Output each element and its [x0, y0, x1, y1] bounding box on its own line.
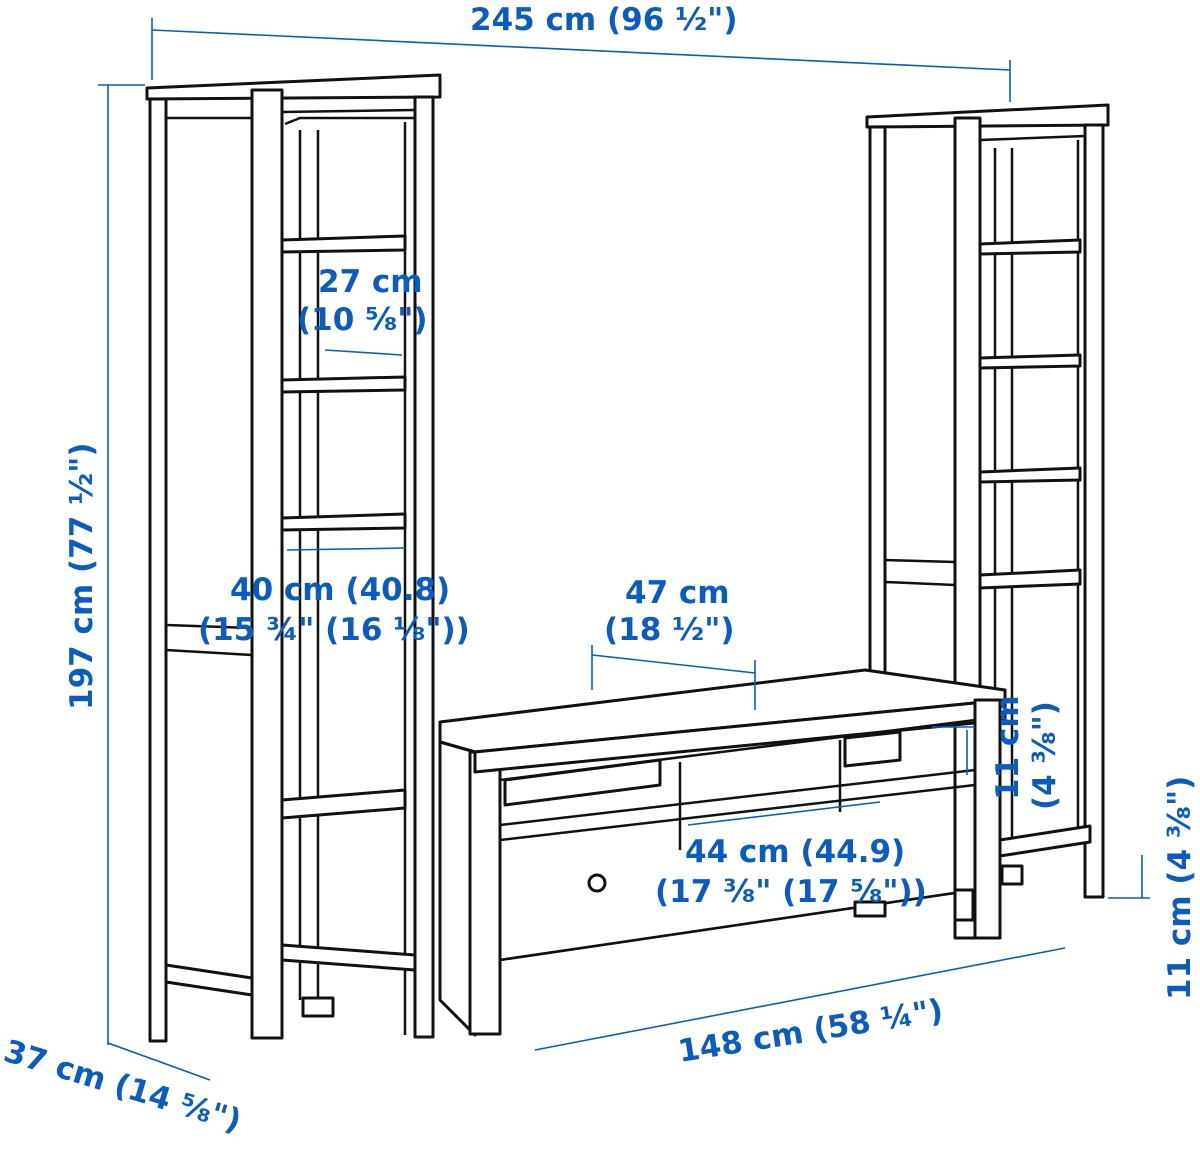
- bench-depth-in-label: (18 ½"): [604, 612, 735, 648]
- shelf-depth-cm-label: 27 cm: [318, 264, 423, 300]
- right-shelves: [978, 238, 1092, 858]
- height-label: 197 cm (77 ½"): [64, 443, 100, 710]
- compartment-height-cm-label: 11 cm: [990, 695, 1026, 800]
- compartment-width-in-label: (17 ⅜" (17 ⅝")): [655, 874, 927, 910]
- right-bookcase: [865, 103, 1110, 940]
- dimension-lines: [98, 18, 1150, 1081]
- tv-bench: [438, 668, 1007, 1037]
- shelf-width-in-label: (15 ¾" (16 ⅛")): [198, 612, 470, 648]
- compartment-width-cm-label: 44 cm (44.9): [685, 834, 905, 870]
- shelf-width-cm-label: 40 cm (40.8): [230, 572, 450, 608]
- compartment-height-in-label: (4 ⅜"): [1027, 701, 1063, 810]
- bench-width-label: 148 cm (58 ¼"): [676, 993, 946, 1070]
- shelf-depth-in-label: (10 ⅝"): [297, 302, 428, 338]
- left-bookcase: [145, 73, 442, 1043]
- total-width-label: 245 cm (96 ½"): [470, 2, 737, 38]
- bench-depth-cm-label: 47 cm: [625, 575, 730, 611]
- leg-height-label: 11 cm (4 ⅜"): [1162, 776, 1198, 1000]
- left-shelves: [164, 234, 417, 997]
